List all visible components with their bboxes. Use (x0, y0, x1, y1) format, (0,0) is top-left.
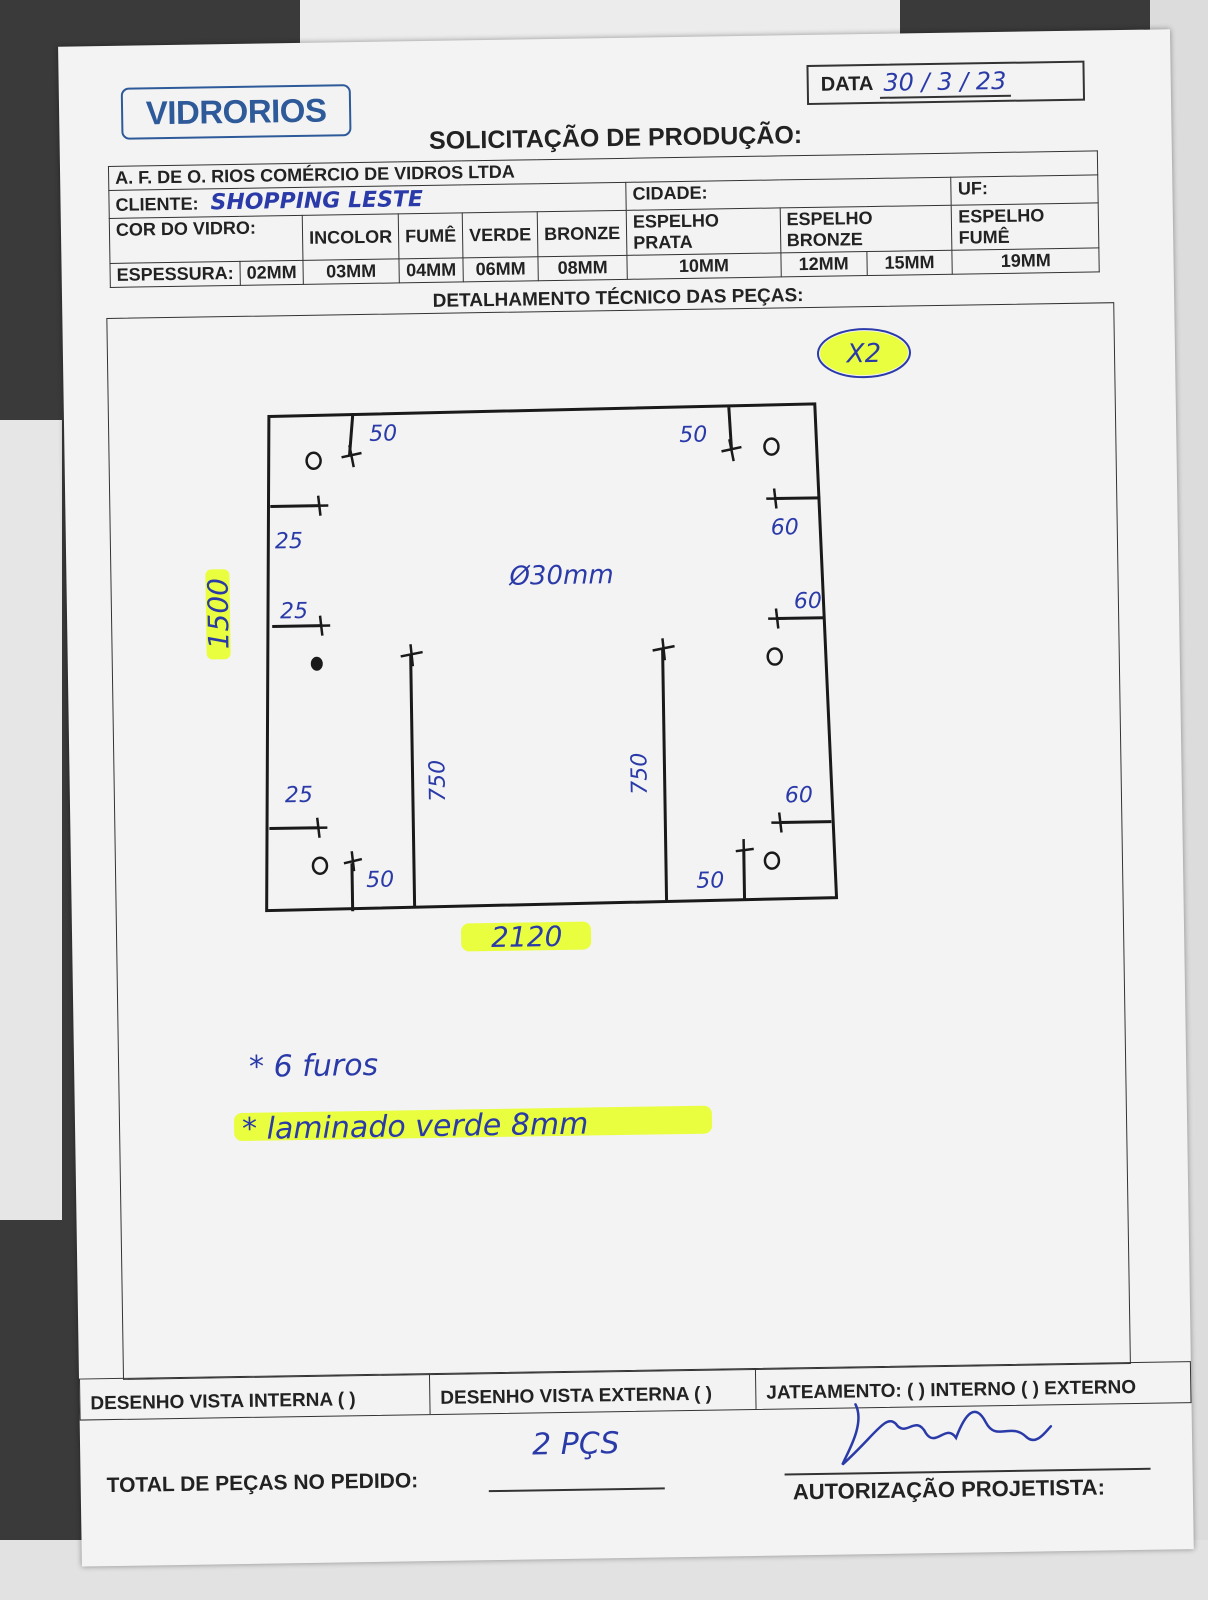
dim-right-middle: 60 (794, 589, 822, 614)
dim-height: 1500 (201, 578, 235, 650)
glass-outline (265, 402, 839, 913)
total-pieces-line (488, 1487, 665, 1493)
color-option-espelho-prata: ESPELHO PRATA (626, 207, 781, 256)
thickness-option-02mm: 02MM (239, 260, 304, 286)
glass-color-label: COR DO VIDRO: (109, 215, 304, 264)
dim-right-top: 60 (771, 515, 799, 540)
order-info-table: A. F. DE O. RIOS COMÉRCIO DE VIDROS LTDA… (108, 150, 1100, 288)
dim-width: 2120 (491, 920, 563, 954)
thickness-option-19mm: 19MM (952, 247, 1100, 275)
dim-post-right: 750 (627, 752, 653, 794)
dim-left-top: 25 (275, 529, 303, 554)
thickness-option-08mm: 08MM (537, 255, 628, 281)
technical-detail-area: X2 (106, 302, 1131, 1380)
client-label: CLIENTE: (115, 193, 199, 215)
dim-left-bottom: 25 (285, 783, 313, 808)
thickness-option-03mm: 03MM (303, 258, 400, 285)
date-box: DATA 30 / 3 / 23 (806, 60, 1086, 105)
cross-marks (309, 438, 790, 872)
quantity-mark: X2 (845, 339, 882, 370)
dim-left-middle: 25 (280, 599, 308, 624)
color-option-espelho-fume: ESPELHO FUMÊ (951, 202, 1099, 251)
dim-top-right: 50 (679, 423, 707, 448)
color-option-espelho-bronze: ESPELHO BRONZE (779, 205, 953, 253)
uf-label: UF: (951, 174, 1099, 206)
hole-circles (305, 437, 783, 875)
thickness-option-10mm: 10MM (626, 252, 781, 280)
color-option-verde: VERDE (462, 211, 538, 258)
client-value: SHOPPING LESTE (210, 187, 424, 216)
background-paper-left (0, 420, 62, 1220)
thickness-option-04mm: 04MM (398, 257, 464, 283)
total-pieces-label: TOTAL DE PEÇAS NO PEDIDO: (106, 1469, 419, 1498)
designer-signature (841, 1403, 1053, 1466)
internal-view-option: DESENHO VISTA INTERNA ( ) (80, 1374, 431, 1420)
dim-top-left: 50 (369, 421, 397, 446)
total-pieces-value: 2 PÇS (531, 1426, 620, 1463)
color-option-fume: FUMÊ (398, 212, 463, 259)
thickness-option-15mm: 15MM (866, 250, 953, 276)
note-holes: * 6 furos (249, 1048, 379, 1085)
hole-filled (310, 656, 323, 671)
date-value: 30 / 3 / 23 (879, 66, 1011, 99)
quantity-circle (816, 328, 911, 379)
external-view-option: DESENHO VISTA EXTERNA ( ) (429, 1368, 757, 1415)
hole-diameter: Ø30mm (508, 560, 614, 592)
thickness-option-06mm: 06MM (462, 256, 539, 282)
dim-post-left: 750 (425, 760, 451, 802)
highlight-marks (205, 331, 908, 1141)
dim-right-bottom: 60 (785, 783, 813, 808)
thickness-option-12mm: 12MM (780, 251, 867, 277)
thickness-label: ESPESSURA: (109, 261, 241, 288)
production-request-sheet: VIDRORIOS DATA 30 / 3 / 23 SOLICITAÇÃO D… (58, 29, 1194, 1567)
glass-piece-drawing: X2 (201, 328, 911, 1147)
date-label: DATA (820, 72, 874, 96)
dim-bottom-left: 50 (366, 868, 394, 893)
color-option-bronze: BRONZE (537, 210, 627, 257)
note-glass-type: * laminado verde 8mm (242, 1107, 589, 1147)
authorization-label: AUTORIZAÇÃO PROJETISTA: (792, 1474, 1106, 1505)
signature-stroke (841, 1403, 1053, 1466)
dim-bottom-right: 50 (696, 868, 724, 893)
color-option-incolor: INCOLOR (302, 213, 399, 261)
